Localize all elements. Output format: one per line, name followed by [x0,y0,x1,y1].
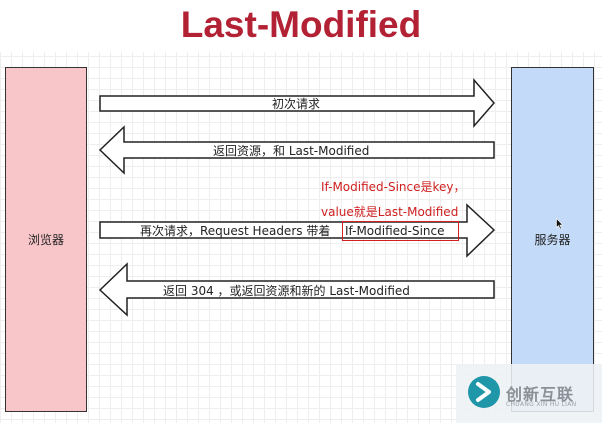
header-highlight-box [342,221,459,241]
message-label-resource-response: 返回资源，和 Last-Modified [213,144,370,158]
arrow-response-resource [98,125,495,175]
server-node: 服务器 [511,67,594,412]
mouse-cursor-icon [556,218,564,230]
if-modified-since-header: If-Modified-Since [345,224,445,238]
message-label-initial-request: 初次请求 [272,97,321,111]
browser-node: 浏览器 [5,67,87,412]
server-label: 服务器 [534,233,571,247]
diagram-title: Last-Modified [0,0,602,52]
arrow-request-initial [99,77,495,129]
watermark-logo-icon [468,376,500,408]
arrow-request-revalidate [99,203,496,258]
arrow-response-304 [98,262,495,317]
message-label-revalidate-request: 再次请求，Request Headers 带着 [140,224,331,238]
watermark-name: 创新互联 [506,385,575,404]
annotation-line-2: value就是Last-Modified [321,205,459,219]
message-label-304-response: 返回 304 ，或返回资源和新的 Last-Modified [163,284,410,298]
browser-label: 浏览器 [27,233,64,247]
annotation-line-1: If-Modified-Since是key， [321,180,466,194]
watermark-subtitle: CHUANG XIN HU LIAN [506,401,577,408]
